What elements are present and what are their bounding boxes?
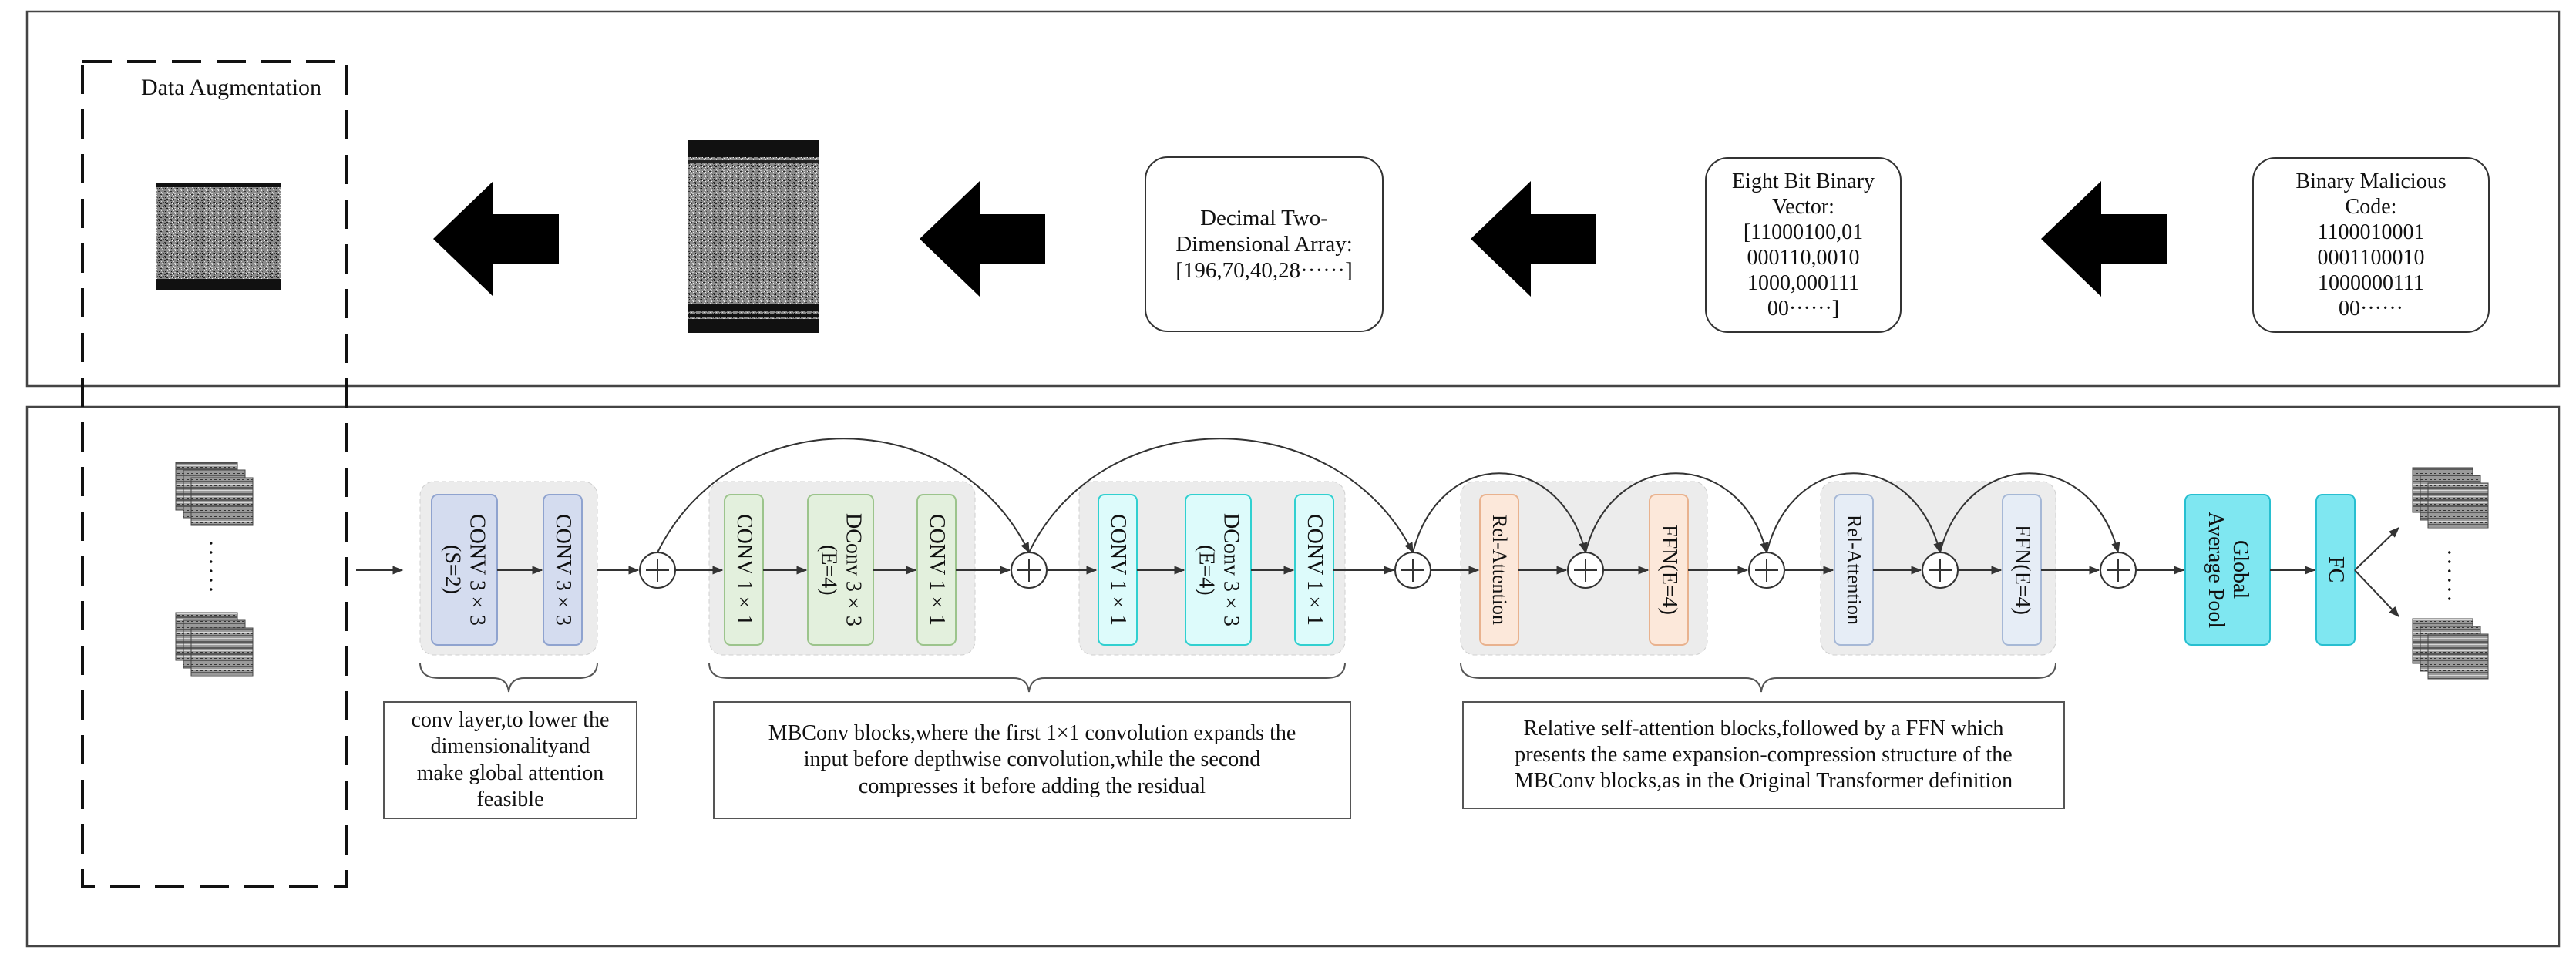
pool-label: Global Average Pool xyxy=(2204,511,2253,629)
t2-attn-label: Rel-Attention xyxy=(1842,515,1865,625)
stem-conv1-label: CONV 3×3 (S=2) xyxy=(440,514,489,626)
fc-label: FC xyxy=(2324,556,2349,583)
t1-attn-label: Rel-Attention xyxy=(1488,515,1511,625)
mb2-dconv-label: DConv 3×3 (E=4) xyxy=(1194,513,1243,626)
residual-skip-connections xyxy=(657,438,2120,554)
add-circle-crosses xyxy=(646,559,2130,582)
eight-bit-vector-box: Eight Bit Binary Vector: [11000100,01 00… xyxy=(1705,157,1902,333)
binary-code-box: Binary Malicious Code: 1100010001 000110… xyxy=(2252,157,2490,333)
augmentation-region xyxy=(81,60,348,888)
main-flow-connectors xyxy=(356,527,2400,618)
eight-bit-vector-text: Eight Bit Binary Vector: [11000100,01 00… xyxy=(1731,169,1875,321)
input-image-stack-top xyxy=(175,462,254,526)
pipeline-arrow-2 xyxy=(920,181,1045,297)
caption-braces xyxy=(419,662,2056,693)
malware-grayscale-image xyxy=(688,140,819,333)
decimal-array-box: Decimal Two- Dimensional Array: [196,70,… xyxy=(1145,156,1384,332)
t2-ffn-label: FFN(E=4) xyxy=(2010,525,2035,615)
t1-ffn-label: FFN(E=4) xyxy=(1657,525,1682,615)
mb1-dconv-label: DConv 3×3 (E=4) xyxy=(816,513,866,626)
conv-caption: conv layer,to lower the dimensionalityan… xyxy=(383,701,637,819)
decimal-array-text: Decimal Two- Dimensional Array: [196,70,… xyxy=(1175,205,1353,284)
mb1-conv-a-label: CONV 1×1 xyxy=(732,514,757,626)
input-ellipsis: ······ xyxy=(198,539,224,595)
augmented-image xyxy=(156,183,281,290)
mb2-conv-a-label: CONV 1×1 xyxy=(1106,514,1131,626)
pipeline-arrow-1 xyxy=(433,181,559,297)
mbconv-caption: MBConv blocks,where the first 1×1 convol… xyxy=(713,701,1351,819)
input-image-stack-bottom xyxy=(175,612,254,677)
pipeline-arrow-4 xyxy=(2041,181,2167,297)
mb1-conv-b-label: CONV 1×1 xyxy=(925,514,950,626)
output-image-stack-top xyxy=(2412,467,2489,529)
output-ellipsis: ······ xyxy=(2436,549,2462,604)
stem-conv2-label: CONV 3×3 xyxy=(551,514,576,626)
mb2-conv-b-label: CONV 1×1 xyxy=(1303,514,1327,626)
data-augmentation-label: Data Augmentation xyxy=(140,75,322,101)
output-image-stack-bottom xyxy=(2412,618,2489,680)
stem-conv2-block xyxy=(543,494,583,646)
pipeline-arrow-3 xyxy=(1471,181,1596,297)
binary-code-text: Binary Malicious Code: 1100010001 000110… xyxy=(2295,169,2447,321)
attention-caption: Relative self-attention blocks,followed … xyxy=(1462,701,2065,809)
